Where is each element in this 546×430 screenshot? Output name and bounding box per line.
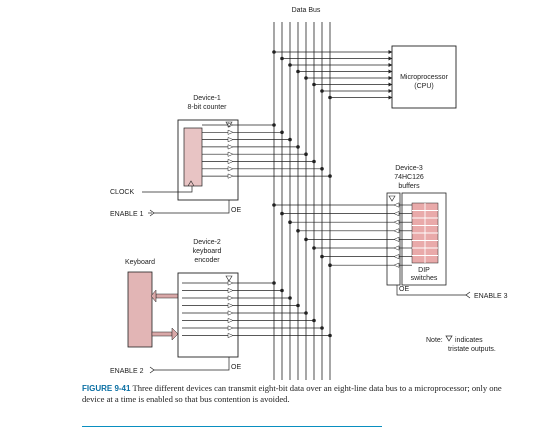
device3-label-3: buffers [398, 183, 420, 190]
figure-number: FIGURE 9-41 [82, 384, 131, 393]
keyboard [127, 271, 179, 348]
enable3-label: ENABLE 3 [474, 293, 508, 300]
device1-counter [177, 119, 239, 201]
enable2-label: ENABLE 2 [110, 368, 144, 375]
note-label: Note: [426, 337, 443, 344]
device1-label-1: Device-1 [193, 95, 221, 102]
data-bus-lines [273, 22, 331, 380]
counter-chip [183, 127, 203, 187]
cpu-label-2: (CPU) [414, 83, 433, 90]
oe-label-2: OE [231, 364, 241, 371]
oe-label-3: OE [399, 286, 409, 293]
device3-output-lines [272, 195, 412, 268]
device2-label-3: encoder [194, 257, 220, 264]
data-bus-label: Data Bus [292, 7, 321, 14]
tristate-symbol-icon [445, 335, 453, 342]
dip-label-2: switches [411, 275, 438, 282]
dip-label-1: DIP [418, 267, 430, 274]
device3-buffers [386, 192, 447, 286]
device3-label-1: Device-3 [395, 165, 423, 172]
figure-caption-text: Three different devices can transmit eig… [82, 383, 502, 404]
cpu-label-1: Microprocessor [400, 74, 449, 81]
device1-output-lines [202, 121, 332, 179]
device2-label-2: keyboard [193, 248, 222, 255]
device2-label-1: Device-2 [193, 239, 221, 246]
figure-caption: FIGURE 9-41 Three different devices can … [82, 383, 502, 405]
microprocessor: Microprocessor (CPU) [391, 45, 457, 109]
keyboard-label: Keyboard [125, 259, 155, 266]
cpu-input-lines [272, 50, 393, 100]
enable1-label: ENABLE 1 [110, 211, 144, 218]
note-text-1: indicates [455, 337, 483, 344]
device1-label-2: 8-bit counter [188, 104, 228, 111]
device3-label-2: 74HC126 [394, 174, 424, 181]
device2-output-lines [182, 275, 332, 339]
note: Note: indicates tristate outputs. [426, 335, 496, 353]
note-text-2: tristate outputs. [448, 346, 496, 353]
oe-label-1: OE [231, 207, 241, 214]
caption-rule [82, 426, 382, 427]
clock-label: CLOCK [110, 189, 134, 196]
